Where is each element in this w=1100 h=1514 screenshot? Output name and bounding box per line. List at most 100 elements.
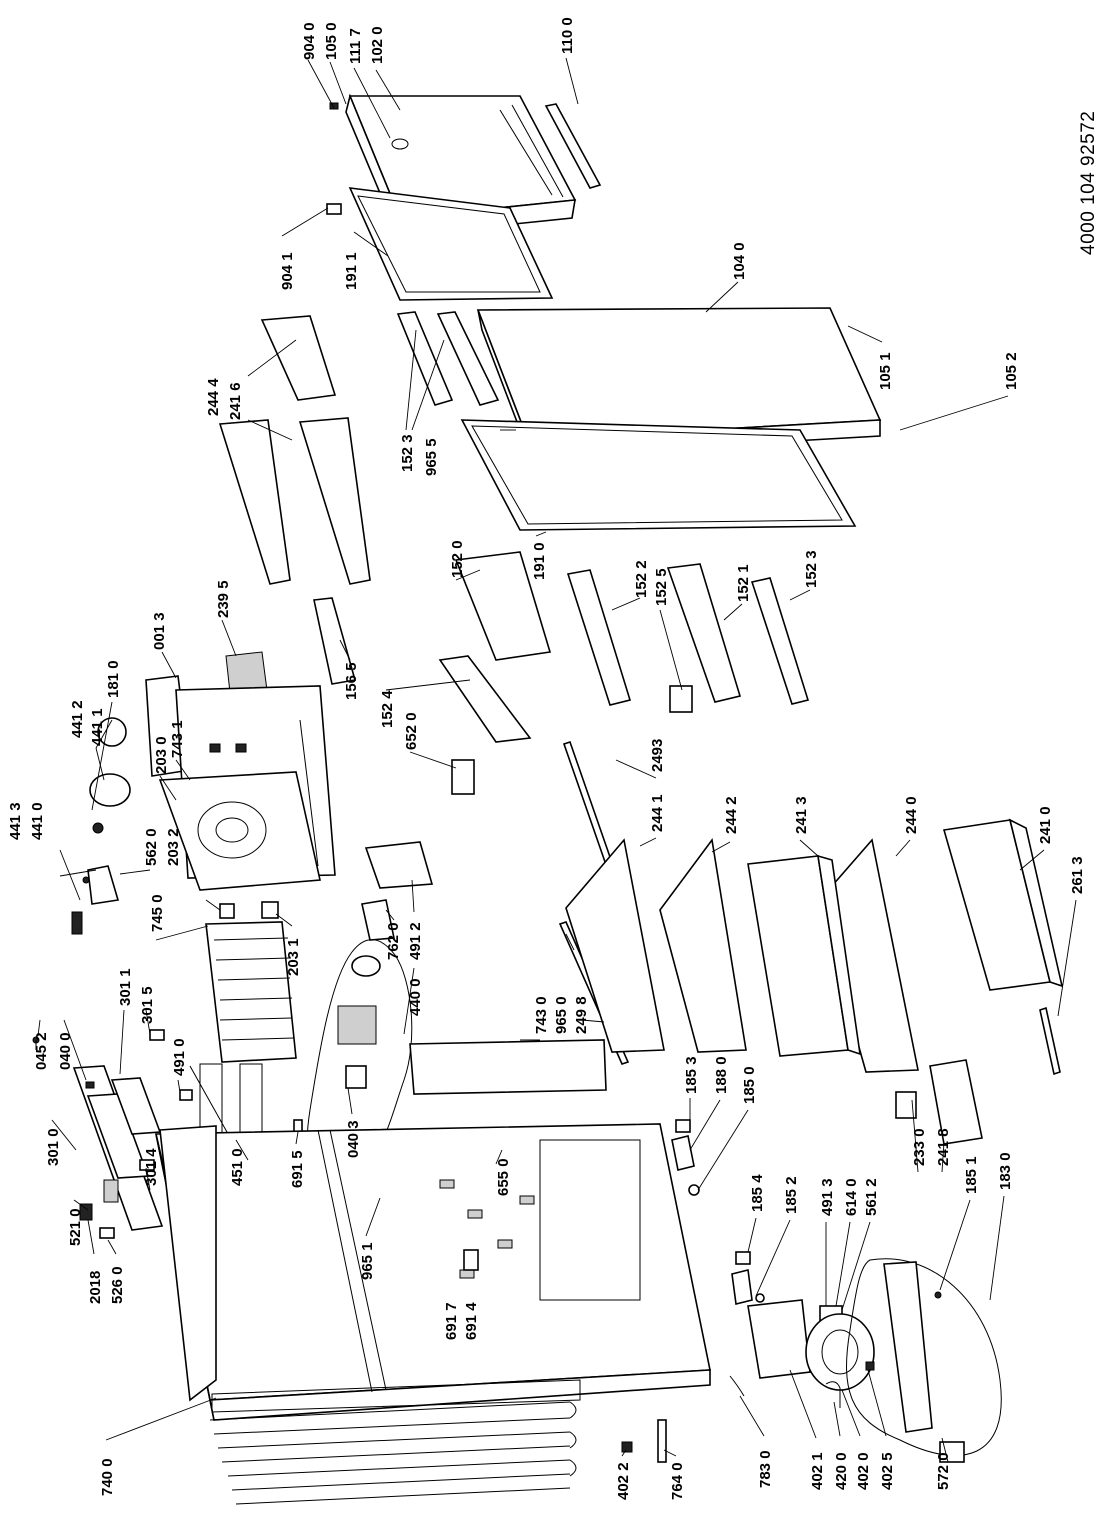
- part-label: 440 0: [407, 978, 424, 1016]
- part-label: 111 7: [347, 28, 364, 64]
- part-label: 040 3: [345, 1120, 362, 1158]
- part-label: 244 2: [723, 796, 740, 834]
- small-drawer: [929, 1059, 983, 1145]
- hinge-cover: [326, 203, 342, 215]
- switch-521: [79, 1203, 93, 1221]
- handle-bar: [544, 103, 602, 189]
- part-label: 152 0: [449, 540, 466, 578]
- thermostat-526: [99, 1227, 115, 1239]
- part-label: 185 4: [749, 1174, 766, 1212]
- part-label: 441 3: [7, 802, 24, 840]
- capillary-420: [825, 1381, 841, 1408]
- part-label: 521 0: [67, 1208, 84, 1246]
- door-bin-3: [750, 577, 810, 705]
- part-label: 491 0: [171, 1038, 188, 1076]
- part-label: 244 4: [205, 378, 222, 416]
- freezer-flap: [260, 315, 337, 401]
- part-label: 110 0: [559, 17, 576, 54]
- part-label: 152 5: [653, 568, 670, 606]
- part-label: 183 0: [997, 1152, 1014, 1190]
- part-label: 152 3: [399, 434, 416, 472]
- glass-shelf-b: [298, 417, 371, 585]
- part-label: 233 0: [911, 1128, 928, 1166]
- part-label: 491 2: [407, 922, 424, 960]
- grommet-402-2: [621, 1441, 633, 1453]
- part-label: 441 0: [29, 802, 46, 840]
- part-label: 191 0: [531, 542, 548, 580]
- hinge-188: [671, 1135, 695, 1171]
- control-housing: [72, 1065, 164, 1231]
- sensor-691-5: [293, 1119, 303, 1133]
- part-label: 185 3: [683, 1056, 700, 1094]
- glass-shelf-a: [218, 419, 291, 585]
- part-label: 152 1: [735, 564, 752, 602]
- part-label: 105 1: [877, 352, 894, 390]
- hinge-pin: [329, 102, 339, 110]
- part-label: 743 0: [533, 996, 550, 1034]
- part-label: 904 1: [279, 252, 296, 290]
- hinge-185-2: [731, 1269, 753, 1305]
- part-label: 185 0: [741, 1066, 758, 1104]
- fan-hub: [92, 822, 104, 834]
- freezer-drawer: [942, 818, 1064, 991]
- vegetable-drawer: [747, 854, 861, 1057]
- tube-783: [729, 1375, 745, 1397]
- part-label: 451 0: [229, 1148, 246, 1186]
- part-label: 441 2: [69, 700, 86, 738]
- part-label: 203 2: [165, 828, 182, 866]
- part-label: 185 1: [963, 1156, 980, 1194]
- door-bin-upper-2: [436, 311, 500, 406]
- compressor: [805, 1313, 875, 1391]
- part-label: 102 0: [369, 26, 386, 64]
- part-label: 152 3: [803, 550, 820, 588]
- part-label: 691 5: [289, 1150, 306, 1188]
- part-label: 040 0: [57, 1032, 74, 1070]
- hinge-185-3: [675, 1119, 691, 1133]
- fan-housing: [158, 771, 321, 891]
- balcony-tray: [438, 655, 532, 743]
- part-label: 526 0: [109, 1266, 126, 1304]
- part-label: 614 0: [843, 1178, 860, 1216]
- fan-screw: [82, 876, 90, 884]
- part-label: 764 0: [669, 1462, 686, 1500]
- part-label: 191 1: [343, 252, 360, 290]
- compressor-cover: [747, 1299, 811, 1379]
- sensor-745: [149, 1029, 165, 1041]
- part-label: 244 1: [649, 794, 666, 832]
- part-label: 241 3: [793, 796, 810, 834]
- evaporator: [205, 921, 297, 1063]
- hinge-screw-185-0: [688, 1184, 700, 1196]
- part-label: 203 1: [285, 938, 302, 976]
- sensor-491-0: [179, 1089, 193, 1101]
- freezer-gasket: [348, 187, 554, 301]
- foam-block-b: [261, 901, 279, 919]
- fan-clip: [71, 911, 83, 935]
- cover-plate-491-2: [364, 841, 434, 889]
- drawer-rail: [1039, 1006, 1061, 1076]
- part-label: 904 0: [301, 22, 318, 60]
- part-label: 762 0: [385, 922, 402, 960]
- part-label: 783 0: [757, 1450, 774, 1488]
- part-label: 156 5: [343, 662, 360, 700]
- part-label: 965 0: [553, 996, 570, 1034]
- glass-shelf-2: [659, 838, 747, 1053]
- part-label: 241 6: [227, 382, 244, 420]
- part-label: 2493: [649, 739, 666, 772]
- condenser: [209, 1379, 581, 1505]
- part-label: 562 0: [143, 828, 160, 866]
- hinge-screw: [755, 1293, 765, 1303]
- part-label: 745 0: [149, 894, 166, 932]
- compressor-base-plate: [883, 1261, 933, 1433]
- glass-shelf-1: [565, 838, 665, 1053]
- part-label: 181 0: [105, 660, 122, 698]
- fan-motor-bracket: [89, 773, 131, 807]
- part-label: 561 2: [863, 1178, 880, 1216]
- part-label: 572 0: [935, 1452, 952, 1490]
- part-label: 2018: [87, 1271, 104, 1304]
- door-bin-upper-1: [396, 311, 454, 406]
- part-label: 241 8: [935, 1128, 952, 1166]
- bulb: [139, 1159, 155, 1171]
- door-bin-1: [666, 563, 742, 703]
- part-label: 244 0: [903, 796, 920, 834]
